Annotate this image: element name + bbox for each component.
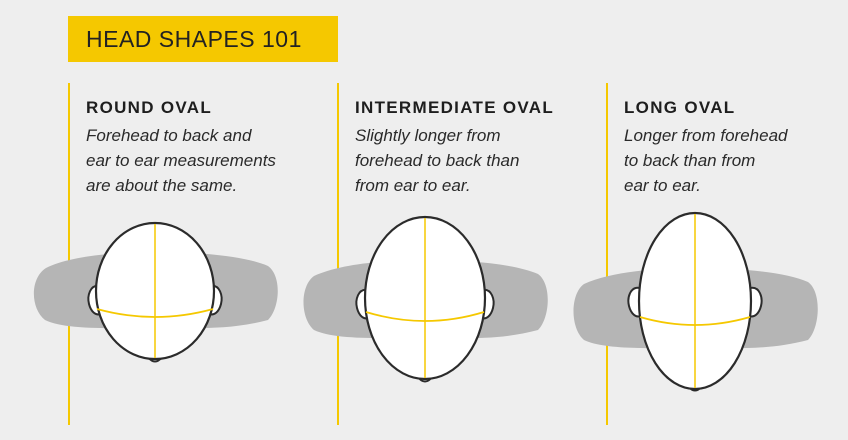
page-title: HEAD SHAPES 101 [86, 25, 302, 52]
title-banner: HEAD SHAPES 101 [68, 16, 338, 62]
description-line: ear to ear measurements [86, 151, 276, 170]
column-divider [606, 83, 608, 425]
intermediate-oval-heading: INTERMEDIATE OVAL [355, 98, 555, 117]
description-line: from ear to ear. [355, 176, 471, 195]
ear-to-ear-line [639, 316, 751, 326]
description-line: Slightly longer from [355, 126, 501, 145]
description-line: to back than from [624, 151, 756, 170]
round-oval-description: Forehead to back and ear to ear measurem… [86, 123, 331, 198]
long-oval-head-illustration [573, 211, 818, 392]
intermediate-oval-description: Slightly longer from forehead to back th… [355, 123, 600, 198]
long-oval-description: Longer from forehead to back than from e… [624, 123, 848, 198]
description-line: Longer from forehead [624, 126, 788, 145]
column-divider [337, 83, 339, 425]
long-oval-heading: LONG OVAL [624, 98, 736, 117]
column-divider [68, 83, 70, 425]
left-ear-shape [627, 286, 643, 318]
description-line: ear to ear. [624, 176, 701, 195]
description-line: are about the same. [86, 176, 238, 195]
round-oval-head-illustration [33, 221, 278, 363]
description-line: forehead to back than [355, 151, 520, 170]
intermediate-oval-head-illustration [303, 215, 548, 383]
round-oval-heading: ROUND OVAL [86, 98, 213, 117]
description-line: Forehead to back and [86, 126, 252, 145]
right-ear-shape [747, 286, 763, 318]
ear-to-ear-line [96, 308, 214, 318]
ear-to-ear-line [365, 311, 485, 322]
